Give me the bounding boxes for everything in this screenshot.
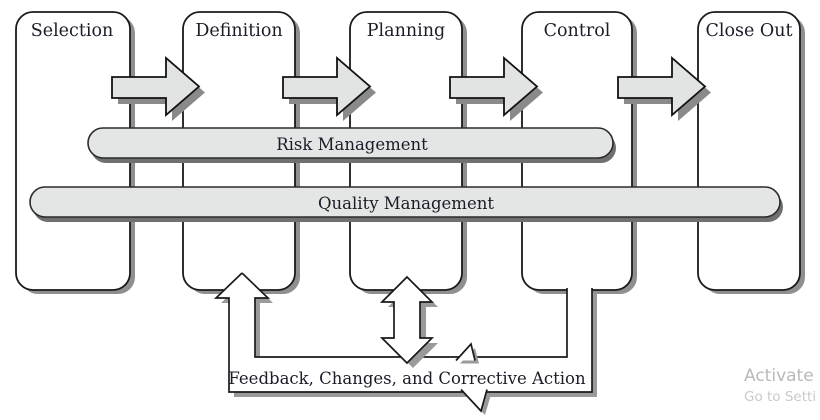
phase-label-closeout: Close Out <box>705 21 792 41</box>
feedback-left-arrowhead-icon <box>460 388 488 413</box>
phase-label-planning: Planning <box>367 21 445 41</box>
flow-arrow-right-icon <box>111 56 201 117</box>
risk-band-label: Risk Management <box>276 135 428 154</box>
phase-label-definition: Definition <box>195 21 282 41</box>
quality-band-label: Quality Management <box>318 194 494 213</box>
feedback-channel-body <box>216 273 592 392</box>
flow-arrow-right-icon <box>282 56 372 117</box>
flow-arrows <box>111 56 711 121</box>
quality-management-band: Quality Management <box>29 186 783 222</box>
quality-band-pill <box>29 186 781 218</box>
activation-watermark: Activate Go to Setti <box>744 368 820 414</box>
feedback-channel-outline <box>213 272 593 393</box>
flow-arrow-right-icon <box>449 56 539 117</box>
feedback-label: Feedback, Changes, and Corrective Action <box>228 369 586 388</box>
feedback-up-arrow-icon <box>241 272 568 358</box>
activation-watermark-line2: Go to Setti <box>744 389 817 405</box>
phase-label-selection: Selection <box>31 21 114 41</box>
feedback-double-arrow-icon <box>379 275 435 365</box>
activation-watermark-line1: Activate <box>744 368 814 386</box>
flow-arrow-right-icon <box>617 56 707 117</box>
feedback-left-arrowhead-icon <box>455 342 476 362</box>
feedback-channel: Feedback, Changes, and Corrective Action <box>213 272 597 415</box>
phase-box-closeout <box>697 11 801 291</box>
risk-management-band: Risk Management <box>87 127 616 163</box>
risk-band-pill <box>87 127 614 159</box>
phase-label-control: Control <box>544 21 611 41</box>
